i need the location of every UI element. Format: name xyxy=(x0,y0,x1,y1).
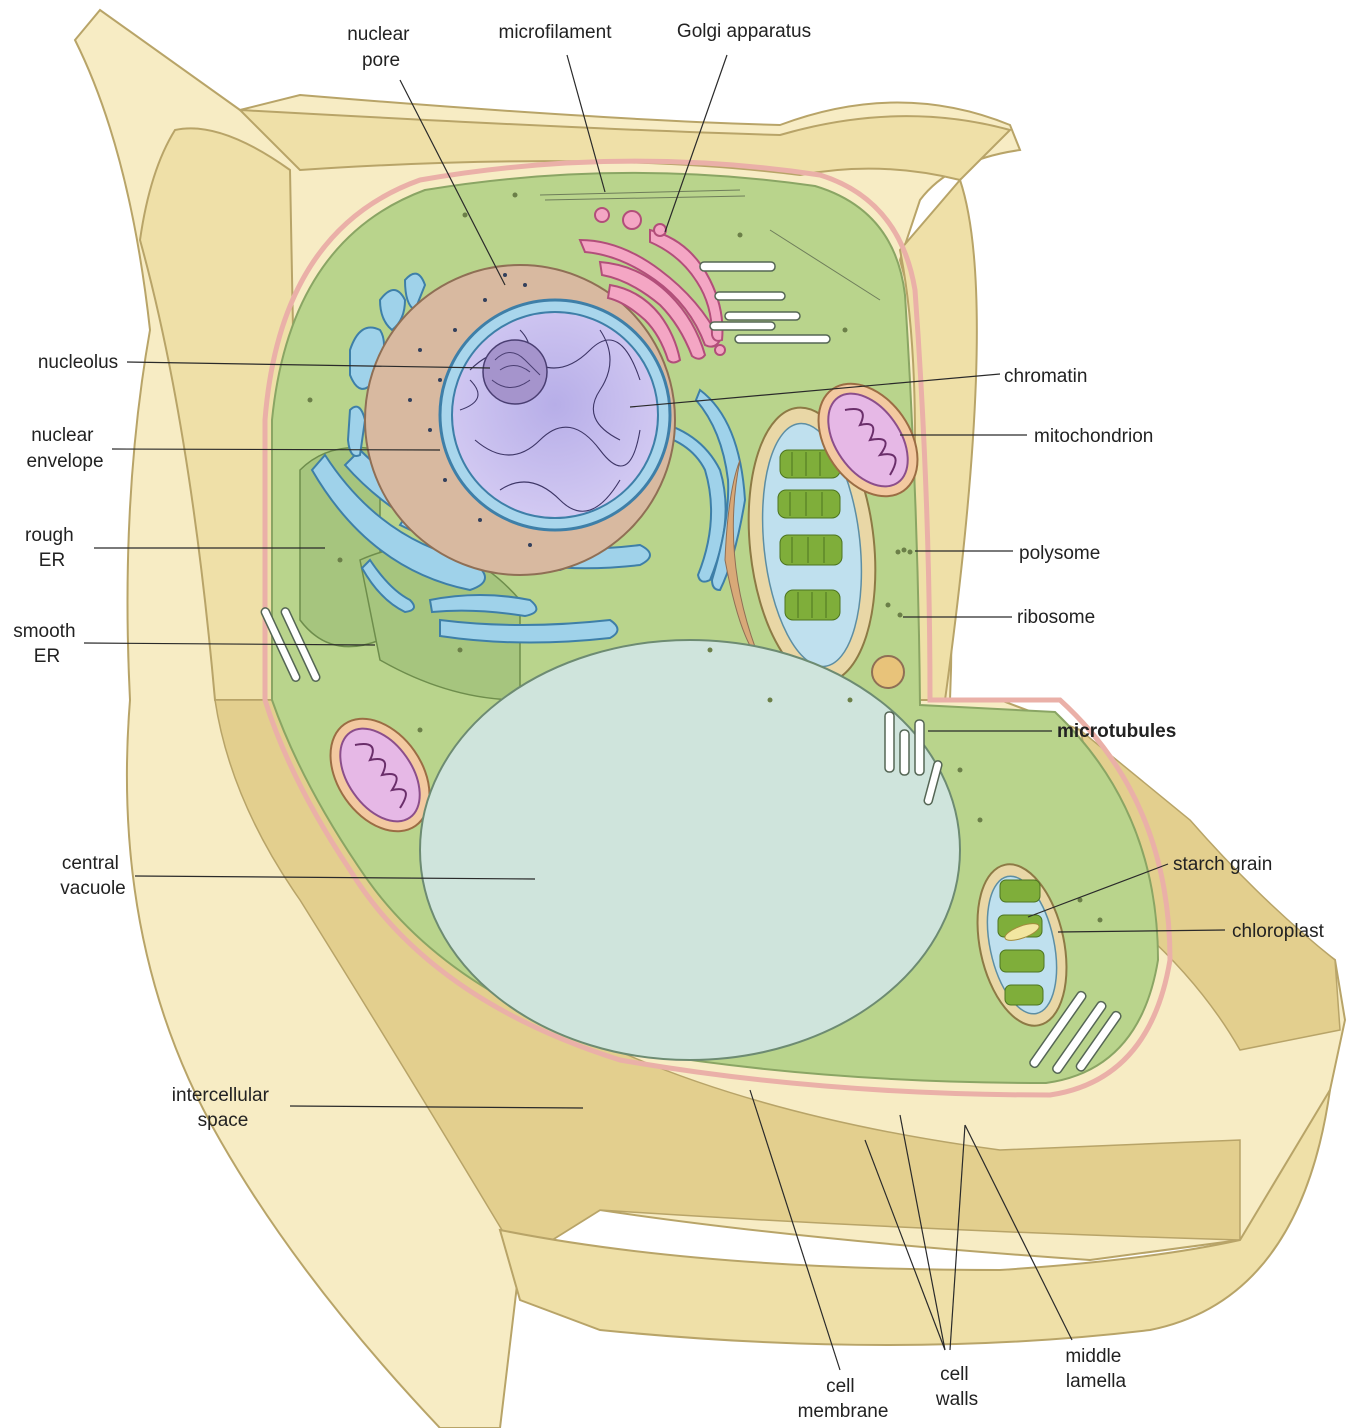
label-golgi-apparatus: Golgi apparatus xyxy=(677,21,811,42)
nucleus xyxy=(365,265,675,575)
label-nuclear-pore: nuclear pore xyxy=(347,24,415,71)
label-smooth-er: smooth ER xyxy=(13,621,81,667)
peroxisome xyxy=(872,656,904,688)
label-starch-grain: starch grain xyxy=(1173,854,1272,875)
label-microtubules: microtubules xyxy=(1057,721,1176,742)
label-rough-er: rough ER xyxy=(25,525,79,571)
label-chloroplast: chloroplast xyxy=(1232,921,1325,942)
label-middle-lamella: middle lamella xyxy=(1065,1346,1126,1392)
label-central-vacuole: central vacuole xyxy=(60,853,126,899)
label-chromatin: chromatin xyxy=(1004,366,1087,387)
label-cell-membrane: cell membrane xyxy=(798,1376,889,1422)
label-mitochondrion: mitochondrion xyxy=(1034,426,1153,447)
central-vacuole xyxy=(420,640,960,1060)
label-ribosome: ribosome xyxy=(1017,607,1095,628)
label-nucleolus: nucleolus xyxy=(38,352,118,373)
label-nuclear-envelope: nuclear envelope xyxy=(26,425,103,472)
label-polysome: polysome xyxy=(1019,543,1100,564)
label-cell-walls: cell walls xyxy=(935,1364,978,1410)
label-microfilament: microfilament xyxy=(499,22,613,43)
nucleolus xyxy=(483,340,547,404)
